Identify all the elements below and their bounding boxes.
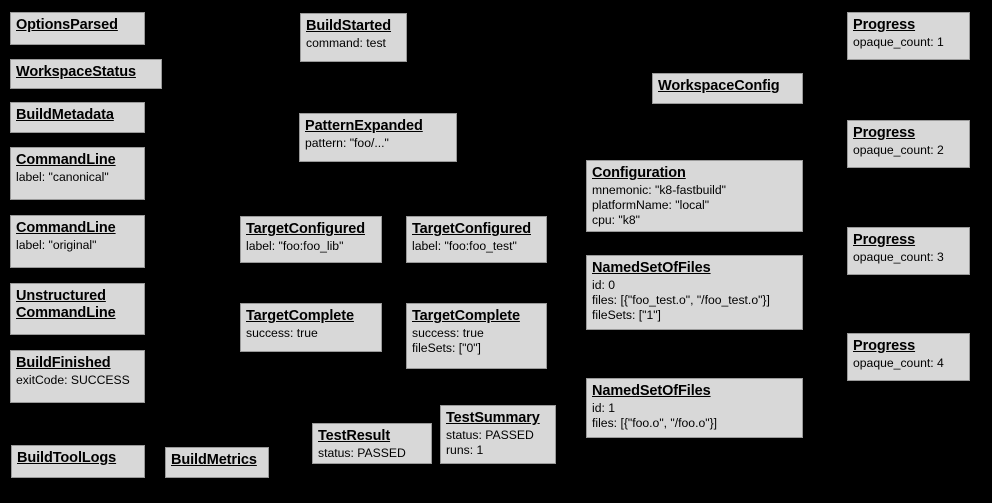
event-node-fields: opaque_count: 2 (853, 143, 944, 158)
event-node-title: NamedSetOfFiles (592, 383, 711, 399)
event-node-build-metrics[interactable]: BuildMetrics (165, 447, 269, 478)
event-node-workspace-status[interactable]: WorkspaceStatus (10, 59, 162, 89)
event-node-title: BuildMetrics (171, 452, 257, 468)
event-node-fields: label: "original" (16, 238, 97, 253)
event-node-fields: command: test (306, 36, 386, 51)
event-node-fields: opaque_count: 4 (853, 356, 944, 371)
event-node-progress-4[interactable]: Progress opaque_count: 4 (847, 333, 970, 381)
event-node-fields: exitCode: SUCCESS (16, 373, 130, 388)
event-node-title: Progress (853, 17, 916, 33)
event-node-build-metadata[interactable]: BuildMetadata (10, 102, 145, 133)
event-node-target-configured-foo-test[interactable]: TargetConfigured label: "foo:foo_test" (406, 216, 547, 263)
event-node-fields: pattern: "foo/..." (305, 136, 389, 151)
event-node-unstructured-command-line[interactable]: Unstructured CommandLine (10, 283, 145, 335)
event-node-build-finished[interactable]: BuildFinished exitCode: SUCCESS (10, 350, 145, 403)
event-node-pattern-expanded[interactable]: PatternExpanded pattern: "foo/..." (299, 113, 457, 162)
event-node-fields: opaque_count: 3 (853, 250, 944, 265)
event-node-title: Unstructured CommandLine (16, 288, 116, 322)
event-node-title: Progress (853, 338, 916, 354)
event-node-fields: label: "foo:foo_test" (412, 239, 517, 254)
event-node-options-parsed[interactable]: OptionsParsed (10, 12, 145, 45)
event-node-fields: id: 1 files: [{"foo.o", "/foo.o"}] (592, 401, 718, 430)
event-node-title: BuildStarted (306, 18, 392, 34)
event-node-fields: opaque_count: 1 (853, 35, 944, 50)
event-node-progress-3[interactable]: Progress opaque_count: 3 (847, 227, 970, 275)
event-node-target-complete-lib[interactable]: TargetComplete success: true (240, 303, 382, 352)
event-node-title: BuildToolLogs (17, 450, 117, 466)
event-node-title: BuildFinished (16, 355, 111, 371)
event-node-fields: label: "canonical" (16, 170, 109, 185)
event-node-title: WorkspaceConfig (658, 78, 780, 94)
event-node-fields: mnemonic: "k8-fastbuild" platformName: "… (592, 183, 726, 227)
event-node-title: BuildMetadata (16, 107, 114, 123)
event-node-fields: success: true (246, 326, 318, 341)
event-node-title: WorkspaceStatus (16, 64, 136, 80)
event-node-title: OptionsParsed (16, 17, 118, 33)
event-node-progress-2[interactable]: Progress opaque_count: 2 (847, 120, 970, 168)
event-node-title: TestResult (318, 428, 391, 444)
event-node-title: TargetConfigured (412, 221, 531, 237)
event-node-title: TargetConfigured (246, 221, 365, 237)
event-node-title: CommandLine (16, 220, 116, 236)
event-node-title: PatternExpanded (305, 118, 423, 134)
event-node-test-summary[interactable]: TestSummary status: PASSED runs: 1 (440, 405, 556, 464)
event-node-test-result[interactable]: TestResult status: PASSED (312, 423, 432, 464)
event-node-target-complete-test[interactable]: TargetComplete success: true fileSets: ["… (406, 303, 547, 369)
event-node-named-set-of-files-0[interactable]: NamedSetOfFiles id: 0 files: [{"foo_test.… (586, 255, 803, 330)
event-node-progress-1[interactable]: Progress opaque_count: 1 (847, 12, 970, 60)
event-node-title: TargetComplete (412, 308, 520, 324)
event-node-build-started[interactable]: BuildStarted command: test (300, 13, 407, 62)
event-node-named-set-of-files-1[interactable]: NamedSetOfFiles id: 1 files: [{"foo.o", "… (586, 378, 803, 438)
event-node-title: Progress (853, 232, 916, 248)
event-node-title: TestSummary (446, 410, 540, 426)
event-node-build-tool-logs[interactable]: BuildToolLogs (11, 445, 145, 478)
event-node-configuration[interactable]: Configuration mnemonic: "k8-fastbuild" pl… (586, 160, 803, 232)
event-node-title: CommandLine (16, 152, 116, 168)
event-node-fields: label: "foo:foo_lib" (246, 239, 344, 254)
event-node-title: TargetComplete (246, 308, 354, 324)
event-node-fields: id: 0 files: [{"foo_test.o", "/foo_test.… (592, 278, 770, 322)
event-node-target-configured-foo-lib[interactable]: TargetConfigured label: "foo:foo_lib" (240, 216, 382, 263)
event-node-fields: status: PASSED (318, 446, 406, 461)
event-node-command-line-canonical[interactable]: CommandLine label: "canonical" (10, 147, 145, 200)
event-node-workspace-config[interactable]: WorkspaceConfig (652, 73, 803, 104)
event-node-title: NamedSetOfFiles (592, 260, 711, 276)
event-node-command-line-original[interactable]: CommandLine label: "original" (10, 215, 145, 268)
event-node-fields: status: PASSED runs: 1 (446, 428, 534, 457)
event-node-title: Progress (853, 125, 916, 141)
event-node-fields: success: true fileSets: ["0"] (412, 326, 484, 355)
event-node-title: Configuration (592, 165, 686, 181)
